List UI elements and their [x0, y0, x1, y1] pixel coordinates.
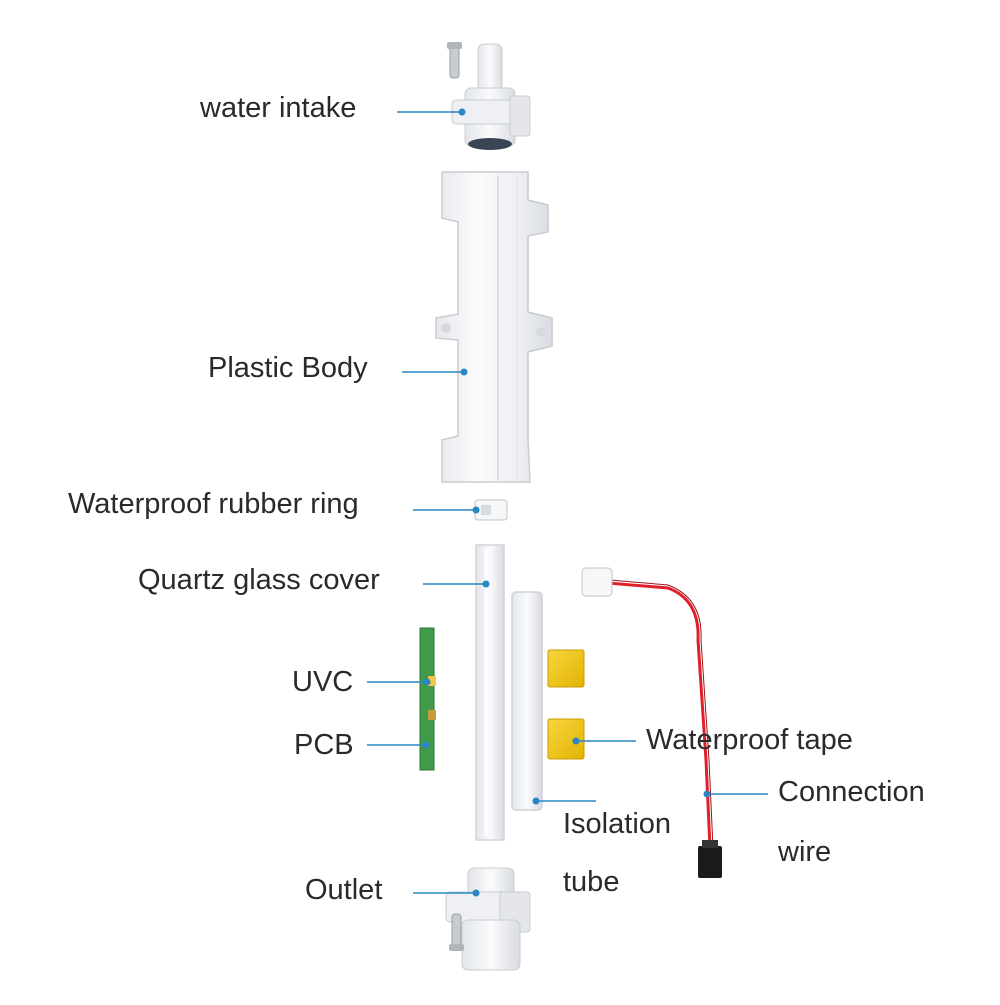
label-uvc: UVC [292, 666, 354, 698]
label-water-intake: water intake [200, 92, 357, 124]
label-isolation-tube-line2: tube [563, 866, 620, 898]
label-isolation-tube-line1: Isolation [563, 808, 672, 840]
water-intake-part [447, 42, 531, 150]
leader-lines [367, 108, 768, 897]
plastic-body-part [435, 171, 553, 483]
label-waterproof-tape: Waterproof tape [646, 724, 853, 756]
label-rubber-ring: Waterproof rubber ring [68, 488, 359, 520]
label-quartz-cover: Quartz glass cover [138, 564, 380, 596]
label-pcb: PCB [294, 729, 354, 761]
waterproof-tape-part [547, 649, 585, 760]
label-outlet: Outlet [305, 874, 383, 906]
connection-wire-part [581, 567, 722, 878]
isolation-tube-part [511, 591, 543, 811]
label-connection-wire-line1: Connection [778, 776, 925, 808]
pcb-part [419, 627, 436, 771]
label-plastic-body: Plastic Body [208, 352, 368, 384]
label-connection-wire-line2: wire [778, 836, 832, 868]
outlet-part [445, 867, 531, 971]
quartz-glass-part [475, 544, 505, 841]
rubber-ring-part [474, 499, 508, 521]
